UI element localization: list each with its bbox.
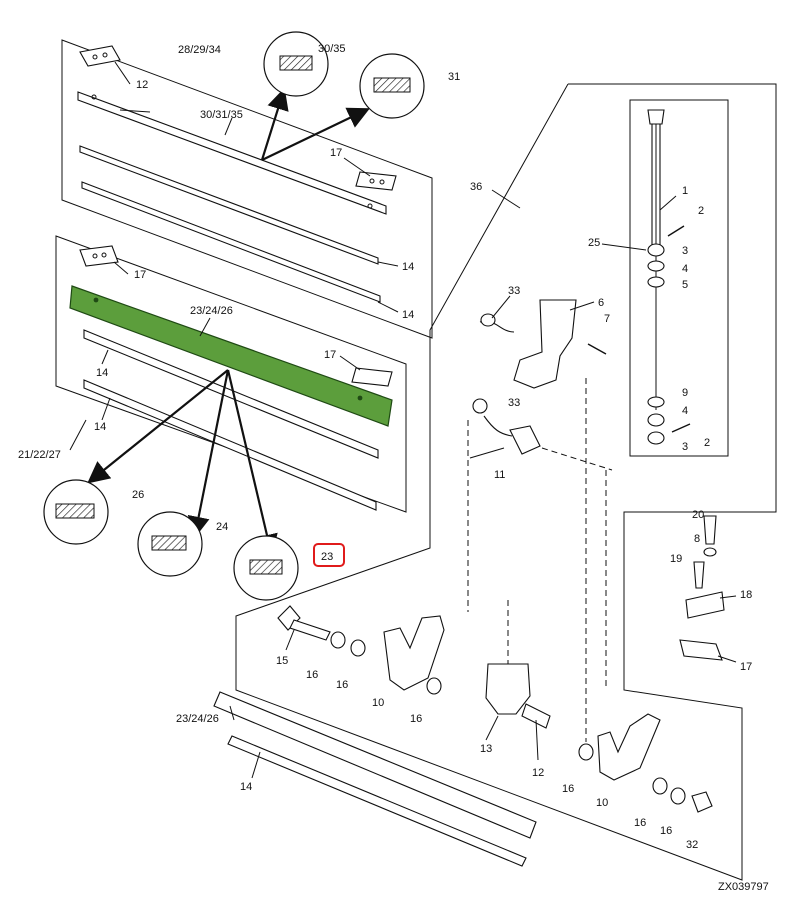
label-14-top-b: 14 [402, 309, 414, 321]
label-16-b: 16 [336, 679, 348, 691]
highlighted-bar-23 [69, 285, 393, 427]
label-11: 11 [494, 469, 505, 481]
label-2-bottom: 2 [704, 437, 710, 449]
label-21-22-27: 21/22/27 [18, 449, 61, 461]
label-12-top: 12 [136, 79, 148, 91]
label-2-top: 2 [698, 205, 704, 217]
label-12-bottom: 12 [532, 767, 544, 779]
label-28-29-34: 28/29/34 [178, 44, 221, 56]
label-23: 23 [321, 551, 333, 563]
cross-section-31 [359, 53, 425, 119]
label-4-bottom: 4 [682, 405, 688, 417]
label-30-31-35: 30/31/35 [200, 109, 243, 121]
highlight-box-23 [313, 543, 345, 567]
label-5: 5 [682, 279, 688, 291]
label-30-35: 30/35 [318, 43, 346, 55]
panel-middle-kit [55, 235, 407, 557]
label-17-mid-b: 17 [324, 349, 336, 361]
label-25: 25 [588, 237, 600, 249]
label-3-top: 3 [682, 245, 688, 257]
label-33-top: 33 [508, 285, 520, 297]
label-36: 36 [470, 181, 482, 193]
label-17-mid-a: 17 [134, 269, 146, 281]
label-20: 20 [692, 509, 704, 521]
cross-section-24 [137, 511, 203, 577]
label-33-mid: 33 [508, 397, 520, 409]
label-26: 26 [132, 489, 144, 501]
callout-labels: 12 28/29/34 30/35 31 30/31/35 17 14 14 1… [18, 43, 769, 893]
label-14-mid-b: 14 [94, 421, 106, 433]
label-16-a: 16 [306, 669, 318, 681]
label-10-left: 10 [372, 697, 384, 709]
label-17-right: 17 [740, 661, 752, 673]
cross-section-23 [233, 535, 299, 601]
label-16-d: 16 [562, 783, 574, 795]
label-16-c: 16 [410, 713, 422, 725]
label-7: 7 [604, 313, 610, 325]
assembly-frame [213, 83, 777, 881]
label-10-right: 10 [596, 797, 608, 809]
label-23-24-26-mid: 23/24/26 [190, 305, 233, 317]
label-16-e: 16 [634, 817, 646, 829]
label-18: 18 [740, 589, 752, 601]
label-23-24-26-bottom: 23/24/26 [176, 713, 219, 725]
label-4-top: 4 [682, 263, 688, 275]
label-14-top-a: 14 [402, 261, 414, 273]
label-19: 19 [670, 553, 682, 565]
label-6: 6 [598, 297, 604, 309]
label-13: 13 [480, 743, 492, 755]
label-16-f: 16 [660, 825, 672, 837]
label-1: 1 [682, 185, 688, 197]
panel-top-kit [61, 39, 433, 339]
label-14-bottom: 14 [240, 781, 252, 793]
cross-section-26 [43, 479, 109, 545]
label-3-bottom: 3 [682, 441, 688, 453]
label-31: 31 [448, 71, 460, 83]
label-32: 32 [686, 839, 698, 851]
label-8: 8 [694, 533, 700, 545]
label-15: 15 [276, 655, 288, 667]
label-24: 24 [216, 521, 228, 533]
figure-id: ZX039797 [718, 881, 769, 893]
cross-section-30-35 [263, 31, 329, 97]
label-14-mid-a: 14 [96, 367, 108, 379]
label-9: 9 [682, 387, 688, 399]
label-17-top: 17 [330, 147, 342, 159]
